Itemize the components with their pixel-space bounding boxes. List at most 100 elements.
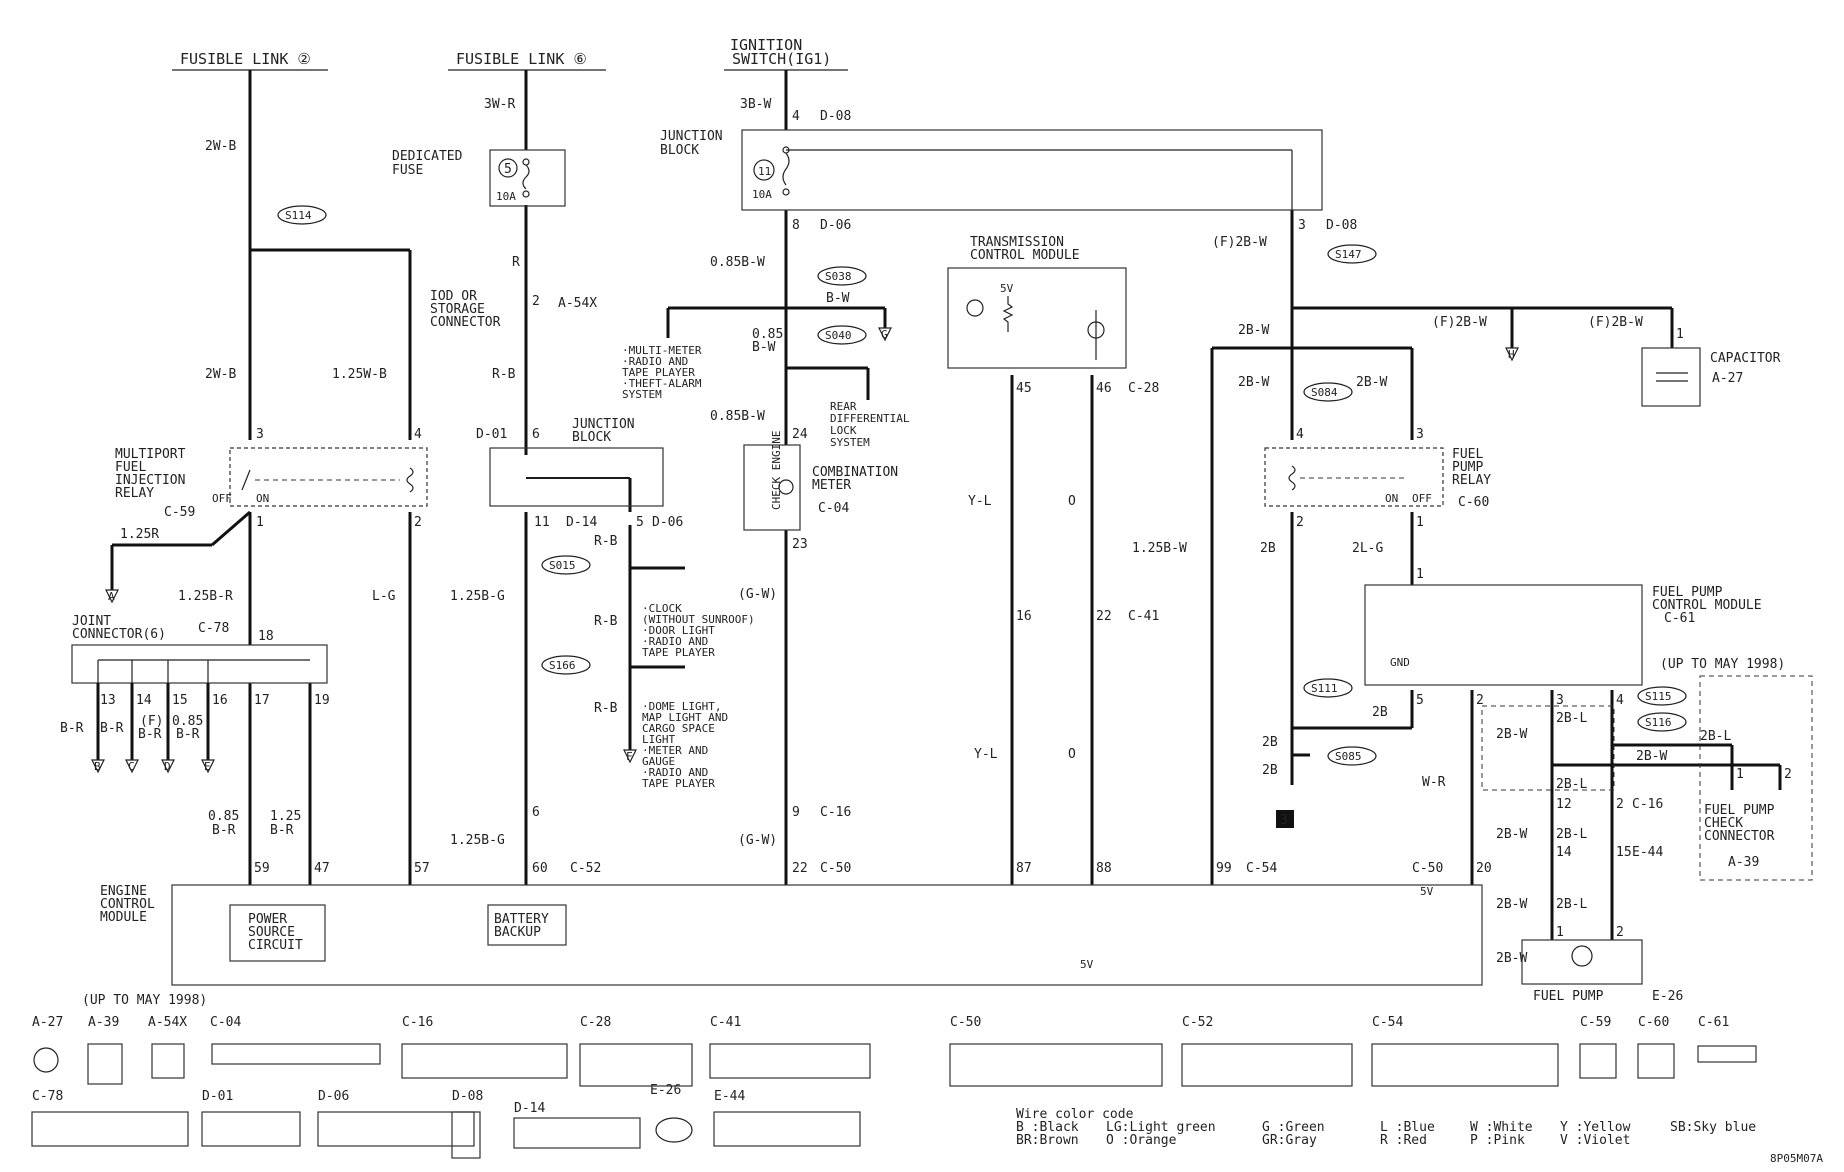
svg-text:0.85: 0.85 [208, 809, 239, 824]
svg-text:Wire color code: Wire color code [1016, 1107, 1134, 1122]
joint-connector: JOINT CONNECTOR(6) [71, 614, 328, 760]
svg-text:RELAY: RELAY [1452, 473, 1491, 488]
svg-text:CONNECTOR(6): CONNECTOR(6) [72, 627, 166, 642]
svg-text:C-04: C-04 [210, 1015, 241, 1030]
svg-text:FUEL PUMP: FUEL PUMP [1533, 989, 1604, 1004]
svg-text:18: 18 [258, 629, 274, 644]
svg-text:C-59: C-59 [164, 505, 195, 520]
svg-text:2B: 2B [1260, 541, 1276, 556]
svg-text:IGNITION: IGNITION [730, 36, 802, 54]
svg-text:C-54: C-54 [1246, 861, 1277, 876]
svg-text:B-R: B-R [100, 721, 124, 736]
svg-text:DEDICATED: DEDICATED [392, 149, 463, 164]
svg-text:14: 14 [136, 693, 152, 708]
svg-text:ON: ON [1385, 492, 1398, 505]
svg-text:(F)2B-W: (F)2B-W [1212, 235, 1267, 250]
offpage-markers: A B C D E F G H [91, 327, 1519, 774]
svg-text:·RADIO AND: ·RADIO AND [642, 635, 708, 648]
fpcm: FUEL PUMP CONTROL MODULE GND [1364, 584, 1762, 686]
svg-text:TAPE PLAYER: TAPE PLAYER [622, 366, 695, 379]
svg-text:S147: S147 [1335, 248, 1362, 261]
svg-text:1.25: 1.25 [270, 809, 301, 824]
svg-text:60: 60 [532, 861, 548, 876]
svg-text:Y-L: Y-L [974, 747, 998, 762]
svg-text:2B-W: 2B-W [1238, 323, 1269, 338]
svg-text:C-28: C-28 [580, 1015, 611, 1030]
svg-text:C-61: C-61 [1698, 1015, 1729, 1030]
svg-text:CHECK: CHECK [1704, 816, 1743, 831]
pin-numbers: 4 8 3 2 3 4 1 2 6 11 5 24 23 18 13 14 15… [100, 109, 1792, 940]
svg-text:6: 6 [532, 427, 540, 442]
mfi-relay: MULTIPORT FUEL INJECTION RELAY OFF ON [115, 447, 428, 507]
svg-text:C-16: C-16 [820, 805, 851, 820]
svg-text:CONTROL: CONTROL [100, 897, 155, 912]
svg-text:C-54: C-54 [1372, 1015, 1403, 1030]
svg-text:D-08: D-08 [1326, 218, 1357, 233]
svg-text:0.85: 0.85 [752, 327, 783, 342]
svg-text:1: 1 [1736, 767, 1744, 782]
svg-text:2W-B: 2W-B [205, 367, 236, 382]
svg-text:(WITHOUT SUNROOF): (WITHOUT SUNROOF) [642, 613, 755, 626]
svg-text:B-W: B-W [826, 291, 850, 306]
svg-text:5: 5 [504, 162, 512, 177]
svg-text:D-14: D-14 [514, 1101, 545, 1116]
svg-text:INJECTION: INJECTION [115, 473, 185, 488]
svg-text:L :Blue: L :Blue [1380, 1120, 1435, 1135]
svg-text:2: 2 [1784, 767, 1792, 782]
svg-text:CHECK ENGINE: CHECK ENGINE [770, 431, 783, 510]
svg-text:CONNECTOR: CONNECTOR [430, 315, 501, 330]
svg-text:B-R: B-R [60, 721, 84, 736]
tcm: TRANSMISSION CONTROL MODULE 5V [947, 235, 1127, 369]
svg-text:1: 1 [256, 515, 264, 530]
svg-text:0.85B-W: 0.85B-W [710, 255, 765, 270]
svg-text:BATTERY: BATTERY [494, 912, 549, 927]
svg-text:POWER: POWER [248, 912, 287, 927]
svg-text:SOURCE: SOURCE [248, 925, 295, 940]
svg-text:CONTROL MODULE: CONTROL MODULE [970, 248, 1080, 263]
svg-text:47: 47 [314, 861, 330, 876]
ground-3: 3 [1276, 810, 1294, 828]
svg-text:C-50: C-50 [1412, 861, 1443, 876]
svg-text:C-60: C-60 [1638, 1015, 1669, 1030]
svg-text:OFF: OFF [1412, 492, 1432, 505]
svg-text:2B-W: 2B-W [1496, 897, 1527, 912]
svg-text:16: 16 [212, 693, 228, 708]
svg-text:·THEFT-ALARM: ·THEFT-ALARM [622, 377, 702, 390]
svg-text:S040: S040 [825, 329, 852, 342]
svg-text:JUNCTION: JUNCTION [572, 417, 635, 432]
svg-text:METER: METER [812, 478, 851, 493]
svg-text:C-52: C-52 [1182, 1015, 1213, 1030]
svg-text:(F)2B-W: (F)2B-W [1588, 315, 1643, 330]
svg-text:C-52: C-52 [570, 861, 601, 876]
svg-text:2B-L: 2B-L [1556, 827, 1587, 842]
svg-text:A-27: A-27 [32, 1015, 63, 1030]
svg-text:R: R [512, 255, 520, 270]
svg-text:5V: 5V [1420, 885, 1434, 898]
svg-text:FUSE: FUSE [392, 163, 423, 178]
svg-text:2B-W: 2B-W [1496, 827, 1527, 842]
svg-text:G: G [881, 328, 888, 341]
svg-text:2B-W: 2B-W [1496, 951, 1527, 966]
svg-text:2B-L: 2B-L [1556, 897, 1587, 912]
svg-text:PUMP: PUMP [1452, 460, 1483, 475]
svg-text:E-26: E-26 [650, 1083, 681, 1098]
svg-text:FUEL PUMP: FUEL PUMP [1652, 585, 1723, 600]
wire-color-code: Wire color code B :Black LG:Light green … [1016, 1107, 1756, 1148]
svg-text:23: 23 [792, 537, 808, 552]
svg-text:C-28: C-28 [1128, 381, 1159, 396]
svg-text:R-B: R-B [594, 614, 618, 629]
svg-text:2: 2 [1476, 693, 1484, 708]
svg-text:ENGINE: ENGINE [100, 884, 147, 899]
svg-text:E-44: E-44 [714, 1089, 745, 1104]
combination-meter: CHECK ENGINE COMBINATION METER [743, 431, 898, 531]
svg-text:·RADIO AND: ·RADIO AND [622, 355, 688, 368]
svg-text:5: 5 [636, 515, 644, 530]
svg-text:15: 15 [1616, 845, 1632, 860]
svg-text:3: 3 [1280, 813, 1288, 828]
svg-text:MODULE: MODULE [100, 910, 147, 925]
svg-text:GR:Gray: GR:Gray [1262, 1133, 1317, 1148]
svg-text:46: 46 [1096, 381, 1112, 396]
svg-text:0.85: 0.85 [172, 714, 203, 729]
svg-text:1.25W-B: 1.25W-B [332, 367, 387, 382]
svg-text:2B: 2B [1262, 763, 1278, 778]
